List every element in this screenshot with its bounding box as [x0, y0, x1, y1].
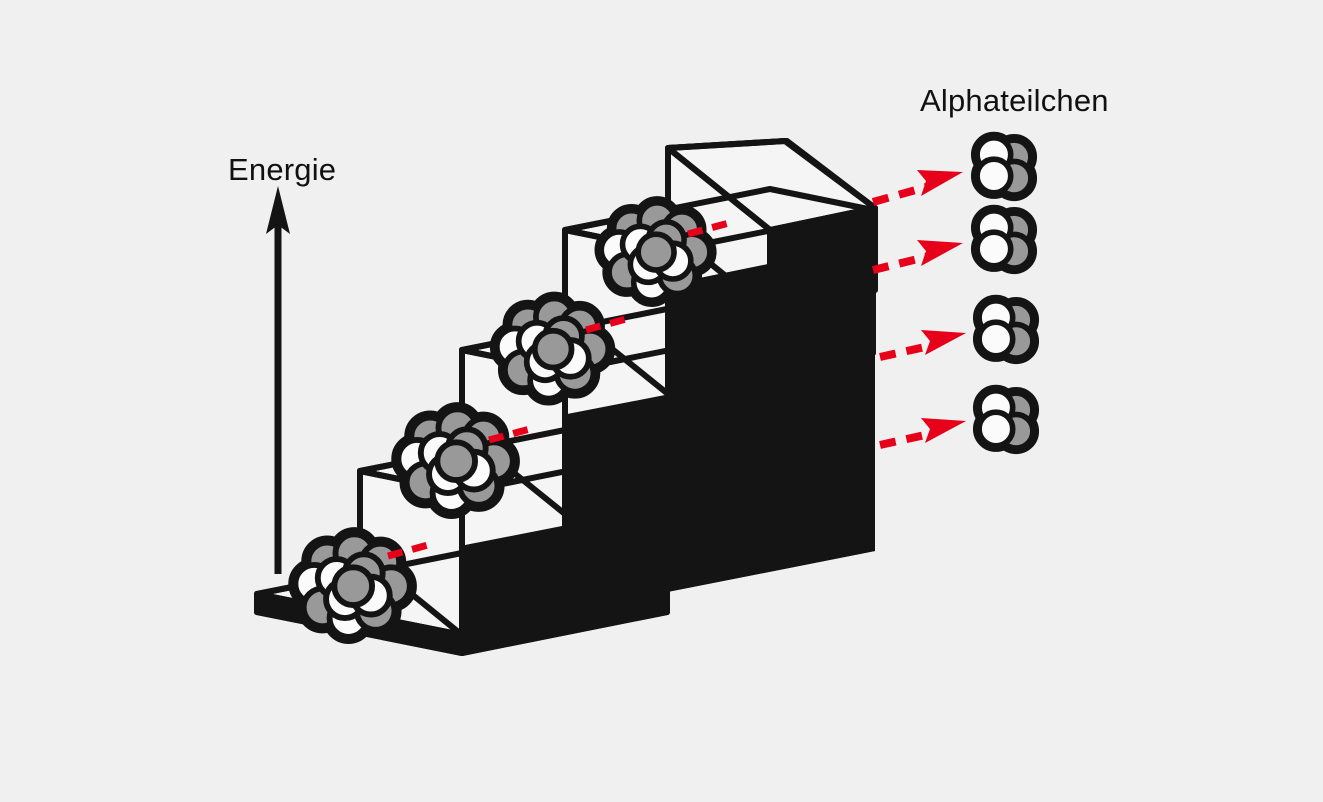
nucleus-step-1 [295, 534, 409, 637]
nuclei-group [295, 203, 710, 637]
emission-arrow-1-shaft [871, 182, 932, 206]
alpha-particle-3 [979, 301, 1033, 358]
alpha-particle-1 [977, 138, 1031, 195]
emission-arrow-1-head [917, 170, 963, 196]
alpha-particles-label: Alphateilchen [920, 83, 1109, 118]
nucleus-step-2 [398, 409, 512, 512]
emission-arrow-4-shaft [879, 429, 935, 449]
emission-arrow-4-head [921, 418, 966, 443]
nucleus-step-4 [601, 203, 710, 300]
alpha-particle-4 [979, 391, 1033, 448]
emission-arrow-1 [871, 170, 963, 206]
energy-axis-label: Energie [228, 152, 337, 187]
nucleus-step-3 [497, 299, 609, 399]
emission-arrow-3-shaft [879, 341, 935, 361]
emission-arrow-4 [879, 418, 966, 449]
energy-axis-arrow [266, 186, 290, 574]
decay-dash-3 [585, 315, 627, 334]
decay-dashes-group [387, 219, 730, 560]
emission-arrow-2-shaft [872, 252, 931, 274]
decay-dash-2 [488, 425, 531, 444]
emission-arrows-group [871, 170, 966, 449]
emission-arrow-3-head [921, 330, 966, 355]
alpha-particles-group [977, 138, 1033, 448]
energy-arrow-head [266, 186, 290, 234]
emission-arrow-3 [879, 330, 966, 361]
emission-arrow-2 [872, 240, 963, 274]
decay-dash-1 [387, 541, 429, 560]
alpha-particle-2 [977, 211, 1031, 268]
emission-arrow-2-head [917, 240, 963, 266]
decay-dash-4 [687, 219, 730, 238]
